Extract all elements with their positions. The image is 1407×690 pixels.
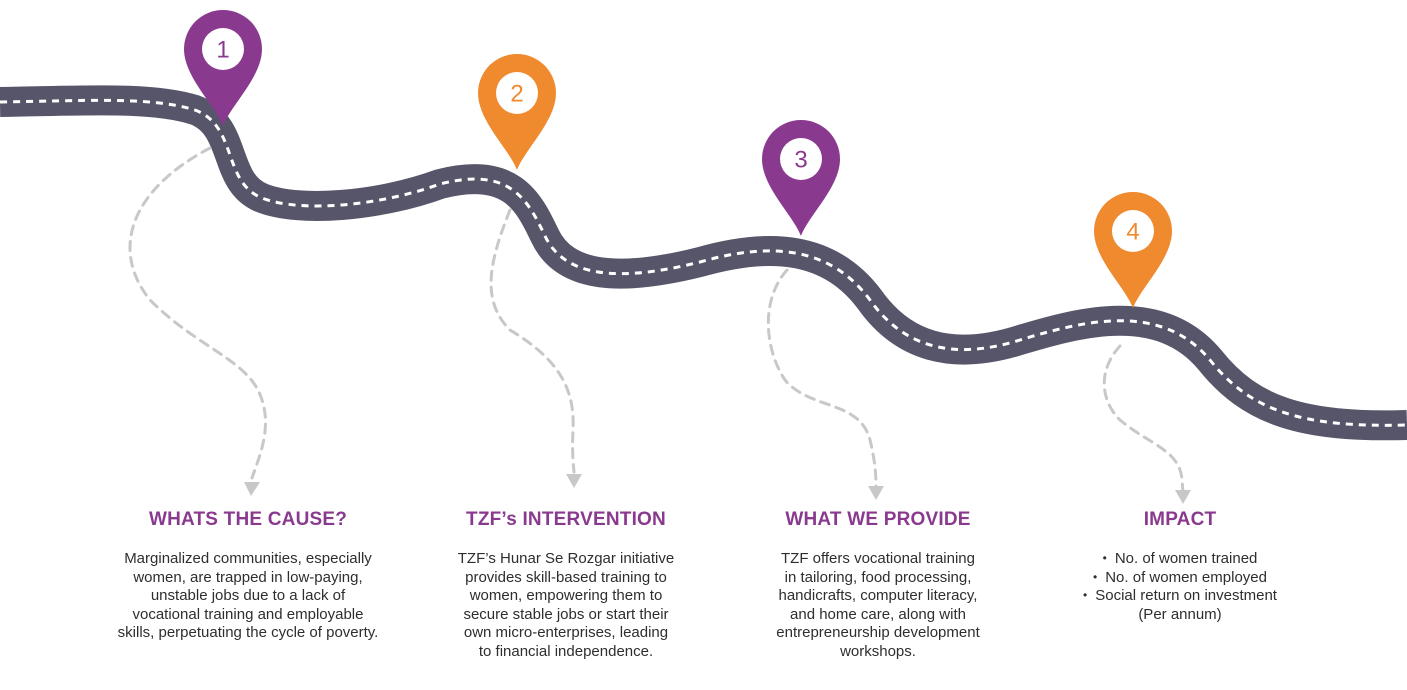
step-4-column: IMPACT • No. of women trained • No. of wom… [1040,508,1320,624]
road-center-line [0,98,1407,427]
connector-3 [766,268,878,488]
step-1-text: Marginalized communities, especially wom… [108,550,388,643]
connector-4 [1102,344,1185,502]
map-pin-icon: 1 [184,10,262,126]
pin-center [780,138,822,180]
map-pins: 1 2 3 4 [184,10,1172,308]
arrow-down-icon [868,486,884,500]
step-2-text: TZF’s Hunar Se Rozgar initiative provide… [426,550,706,661]
step-1-line: skills, perpetuating the cycle of povert… [117,624,379,641]
step-2-line: women, empowering them to [469,587,663,604]
step-3-line: entrepreneurship development [776,624,980,641]
step-3-line: and home care, along with [790,605,966,623]
step-3-line: workshops. [840,642,916,660]
impact-item: • No. of women employed [1040,569,1320,588]
pin-center [202,28,244,70]
step-2-line: provides skill-based training to [465,568,667,586]
step-2-line: to financial independence. [478,642,654,660]
step-3-number: 3 [794,147,807,174]
connector-1 [128,146,267,480]
step-2-line: TZF’s Hunar Se Rozgar initiative [457,550,675,567]
step-2-line: secure stable jobs or start their [463,605,669,623]
impact-item-label: No. of women employed [1105,568,1267,586]
step-4-number: 4 [1126,219,1139,246]
step-4-title: IMPACT [1143,509,1217,530]
map-pin-icon: 3 [762,120,840,236]
step-3-column: WHAT WE PROVIDE TZF offers vocational tr… [738,508,1018,661]
arrow-down-icon [566,474,582,488]
step-1-column: WHATS THE CAUSE? Marginalized communitie… [108,508,388,643]
impact-note: (Per annum) [1138,605,1222,623]
step-1-line: vocational training and employable [132,605,364,623]
bullet-icon: • [1083,588,1088,602]
step-3-line: handicrafts, computer literacy, [778,587,978,604]
arrow-down-icon [1175,490,1191,504]
step-2-number: 2 [510,81,523,108]
step-3-line: in tailoring, food processing, [784,568,972,586]
step-1-line: women, are trapped in low-paying, [133,568,363,586]
map-pin-icon: 4 [1094,192,1172,308]
impact-item: • No. of women trained [1040,550,1320,569]
arrowheads [244,474,1191,504]
map-pin-icon: 2 [478,54,556,170]
pin-center [496,72,538,114]
step-3-line: TZF offers vocational training [781,550,975,567]
impact-item-label: No. of women trained [1114,550,1258,567]
step-2-line: own micro-enterprises, leading [463,624,669,641]
step-1-line: Marginalized communities, especially [124,550,372,567]
step-2-column: TZF’s INTERVENTION TZF’s Hunar Se Rozgar… [426,508,706,661]
step-3-text: TZF offers vocational training in tailor… [738,550,1018,661]
step-2-title: TZF’s INTERVENTION [466,509,666,530]
step-1-number: 1 [216,37,229,64]
step-3-title: WHAT WE PROVIDE [785,509,971,530]
impact-list: • No. of women trained • No. of women empl… [1040,550,1320,606]
arrow-down-icon [244,482,260,496]
bullet-icon: • [1102,551,1107,565]
bullet-icon: • [1093,569,1098,584]
impact-item: • Social return on investment [1040,587,1320,606]
connector-2 [489,208,576,474]
step-1-line: unstable jobs due to a lack of [150,587,346,604]
step-1-title: WHATS THE CAUSE? [148,509,348,530]
impact-item-label: Social return on investment [1095,587,1277,604]
pin-center [1112,210,1154,252]
road [0,85,1407,441]
